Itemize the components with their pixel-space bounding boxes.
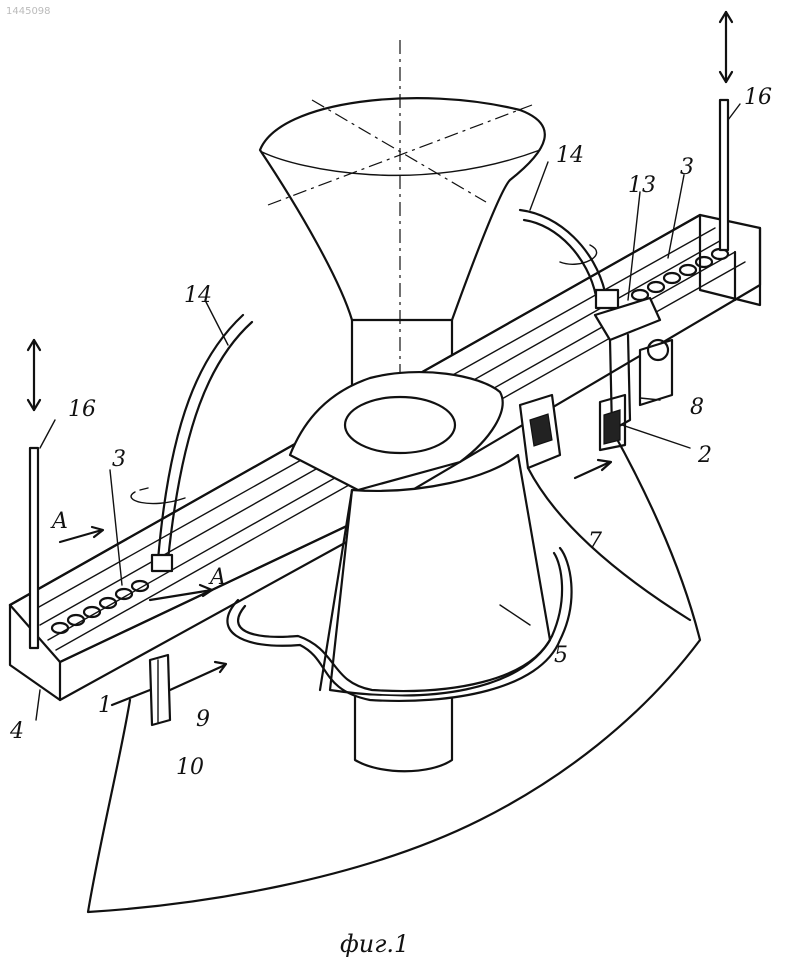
label-a-top: A (50, 509, 68, 534)
label-14-right: 14 (556, 143, 584, 168)
document-id: 1445098 (6, 6, 51, 17)
figure-caption: фиг.1 (340, 930, 409, 958)
label-3-right: 3 (680, 155, 694, 180)
label-16-left: 16 (68, 397, 96, 422)
label-9: 9 (196, 707, 210, 732)
rod-right-16 (720, 12, 732, 250)
label-7: 7 (588, 529, 602, 554)
label-4: 4 (9, 719, 24, 744)
label-8: 8 (690, 395, 704, 420)
label-a-bottom: A (208, 565, 226, 590)
label-3-left: 3 (112, 447, 126, 472)
collar-plate (290, 372, 503, 490)
label-13: 13 (628, 173, 656, 198)
label-5: 5 (554, 643, 568, 668)
cone-body (320, 455, 550, 771)
label-1: 1 (98, 693, 112, 718)
label-10: 10 (176, 755, 204, 780)
label-16-right: 16 (744, 85, 772, 110)
rod-left-16 (28, 340, 40, 648)
label-14-left: 14 (184, 283, 212, 308)
label-2: 2 (697, 443, 712, 468)
